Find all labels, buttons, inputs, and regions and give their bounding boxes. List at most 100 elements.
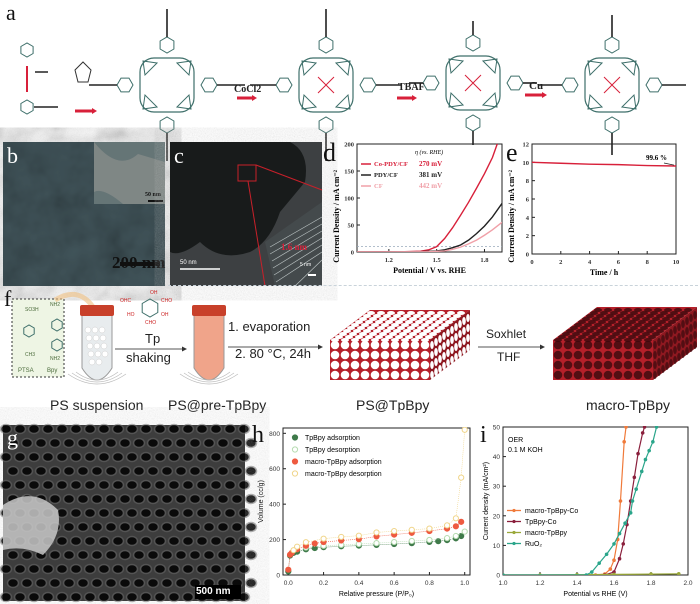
sphere-top <box>383 329 391 333</box>
data-point <box>640 431 645 435</box>
pore <box>244 549 258 561</box>
sphere-side <box>454 333 458 341</box>
pyrrole <box>481 91 498 108</box>
sphere-front <box>360 370 370 380</box>
sphere-top <box>409 317 417 321</box>
sphere-top <box>413 329 421 333</box>
legend-label: macro-TpBpy <box>525 530 568 537</box>
sphere-front <box>350 340 360 350</box>
data-point <box>458 474 465 481</box>
sphere-front <box>633 340 643 350</box>
step2-bottom: 2. 80 °C, 24h <box>235 346 312 361</box>
sphere-side <box>657 348 661 356</box>
y-tick-label: 8 <box>526 178 530 185</box>
sphere-top <box>335 335 343 339</box>
sphere-side <box>466 324 470 332</box>
x-tick-label: 1.2 <box>385 257 393 264</box>
sphere-top <box>646 314 654 318</box>
sphere-side <box>438 365 442 373</box>
x-tick-label: 1.8 <box>646 580 655 587</box>
legend-header: η (vs. RHE) <box>415 149 443 156</box>
data-point <box>461 528 468 535</box>
sphere-front <box>380 360 390 370</box>
vibration-mark <box>183 372 235 383</box>
sphere-top <box>435 320 443 324</box>
sphere-top <box>644 323 652 327</box>
sphere-top <box>387 311 395 315</box>
pyrrole <box>301 60 318 77</box>
sphere-top <box>365 320 373 324</box>
sphere-top <box>656 314 664 318</box>
synthesis-scheme <box>20 9 686 161</box>
phenyl-ring <box>51 338 63 352</box>
vibration-mark <box>187 371 231 381</box>
series-line-data <box>532 161 676 167</box>
stage-ps-suspension: PS suspension <box>50 397 144 413</box>
sphere-top <box>373 329 381 333</box>
data-point <box>584 573 589 575</box>
ps-sphere <box>100 342 108 350</box>
sphere-top <box>616 314 624 318</box>
ps-block <box>330 310 470 380</box>
arrowhead <box>92 108 97 114</box>
sphere-top <box>640 326 648 330</box>
sphere-side <box>442 332 446 340</box>
sphere-front <box>410 350 420 360</box>
sphere-top <box>347 326 355 330</box>
sphere-top <box>684 308 692 312</box>
legend-marker <box>291 470 299 477</box>
sphere-top <box>409 332 417 336</box>
data-point <box>320 535 327 542</box>
data-point <box>624 426 628 429</box>
sphere-top <box>437 311 445 315</box>
sphere-top <box>397 326 405 330</box>
sphere-side <box>677 353 681 361</box>
legend-label: macro-TpBpy desorption <box>305 471 382 478</box>
sphere-top <box>598 320 606 324</box>
data-point <box>338 533 345 541</box>
sphere-side <box>446 349 450 357</box>
sphere-top <box>654 323 662 327</box>
x-axis-label: Potential / V vs. RHE <box>393 266 466 275</box>
sphere-side <box>693 311 697 319</box>
pyrrole-reagent <box>74 61 92 83</box>
sphere-top <box>630 311 638 315</box>
sphere-top <box>632 317 640 321</box>
sphere-top <box>381 338 389 342</box>
x-axis-label: Relative pressure (P/P₀) <box>339 591 414 598</box>
y-tick-label: 200 <box>269 537 280 544</box>
sphere-top <box>429 317 437 321</box>
ps-sphere <box>101 350 109 358</box>
sphere-front <box>623 370 633 380</box>
divider <box>168 285 698 286</box>
pyrrole <box>175 93 192 110</box>
sphere-top <box>341 338 349 342</box>
sphere-top <box>604 323 612 327</box>
sphere-side <box>689 314 693 322</box>
sphere-top <box>564 338 572 342</box>
phenyl-ring <box>20 99 34 115</box>
so3h-label: SO3H <box>25 307 39 313</box>
sphere-top <box>574 323 582 327</box>
sphere-top <box>433 329 441 333</box>
sphere-front <box>623 350 633 360</box>
series-group <box>285 427 468 575</box>
sphere-top <box>582 317 590 321</box>
y-tick-label: 12 <box>523 142 530 149</box>
sphere-top <box>419 332 427 336</box>
y-tick-label: 50 <box>493 425 501 432</box>
x-tick-label: 1.8 <box>480 257 489 264</box>
sphere-top <box>405 320 413 324</box>
sphere-top <box>636 329 644 333</box>
data-point <box>628 511 633 515</box>
sphere-front <box>583 350 593 360</box>
sphere-top <box>668 320 676 324</box>
sphere-top <box>558 335 566 339</box>
sphere-top <box>674 308 682 312</box>
data-point <box>618 499 623 503</box>
sphere-top <box>606 314 614 318</box>
phenyl-ring <box>506 75 524 91</box>
sphere-top <box>662 317 670 321</box>
pore <box>244 437 258 449</box>
data-point <box>408 526 415 533</box>
